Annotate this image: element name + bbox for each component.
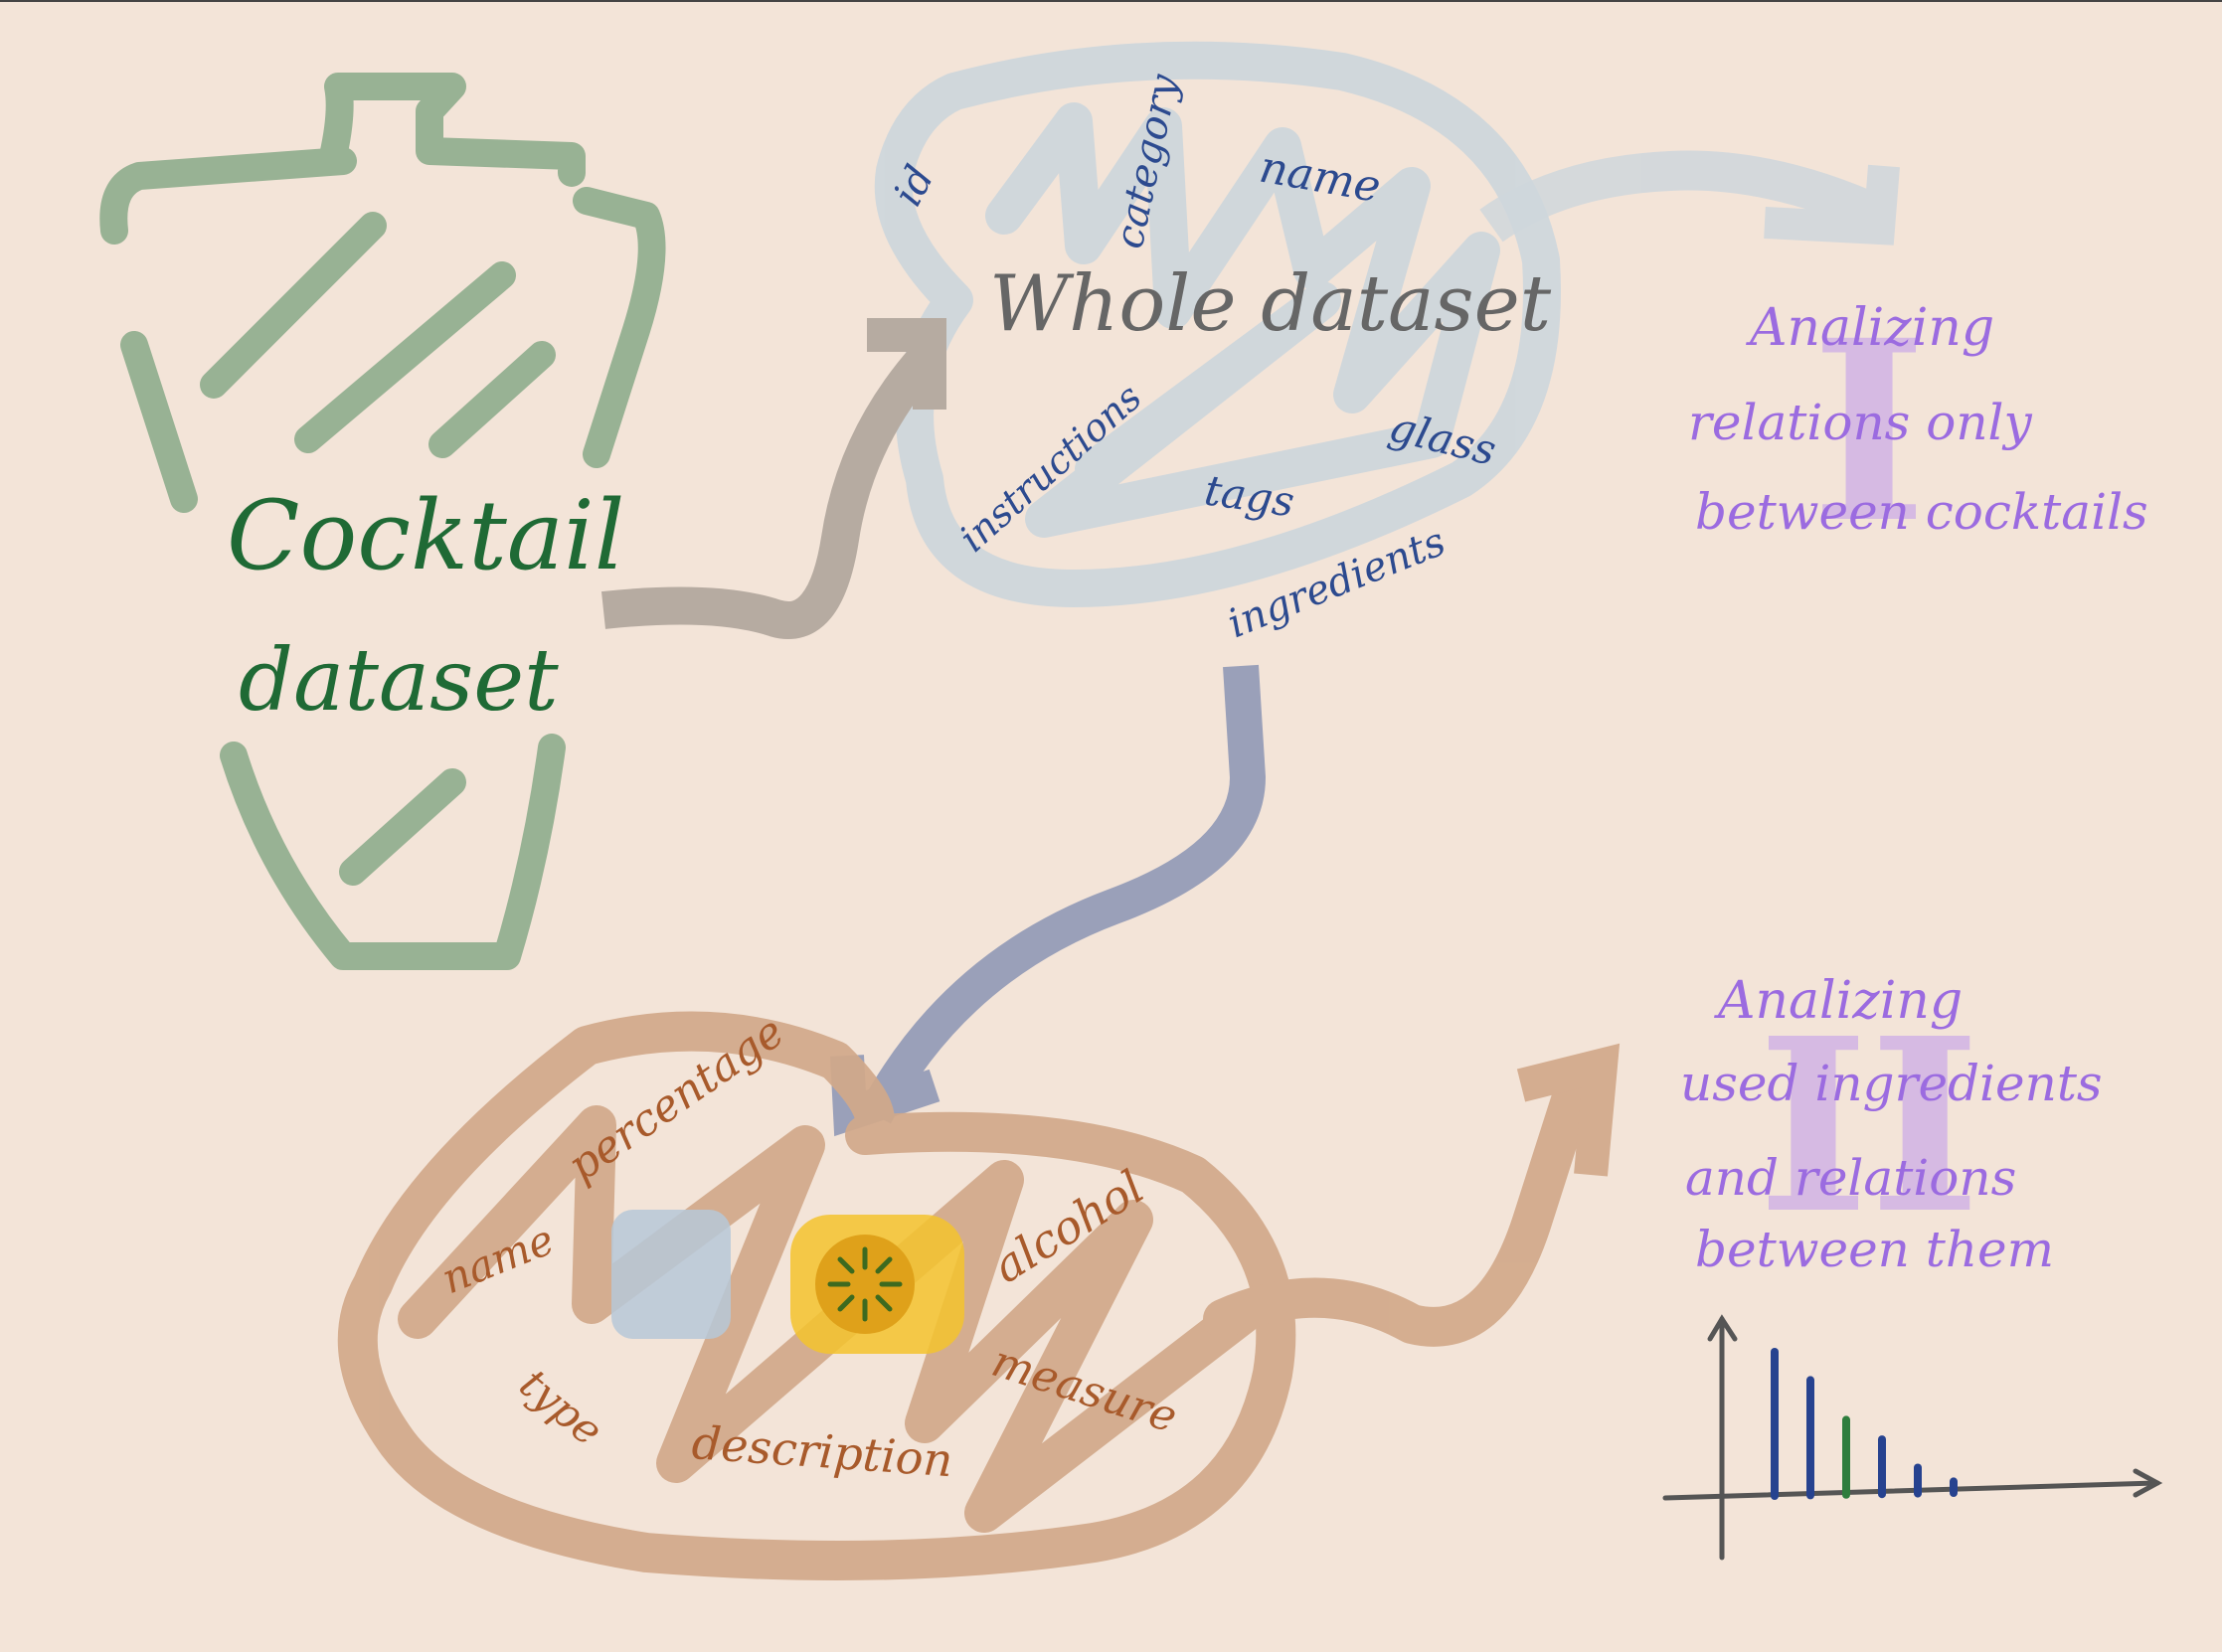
whole-blob-outline: [874, 41, 1561, 607]
chart-x-axis: [1662, 1480, 2160, 1501]
bottle-left-shoulder: [99, 147, 357, 245]
analysis-2-line2: used ingredients: [1680, 1055, 2103, 1112]
blue-arrow-shaft: [859, 664, 1267, 1124]
whole-blob-scribble: [985, 102, 1500, 538]
bottle-hatch-4: [339, 768, 466, 886]
light-arrow-head: [1764, 164, 1900, 246]
analysis-2-line3: and relations: [1685, 1149, 2016, 1207]
light-arrow: [1479, 150, 1900, 246]
bottle-hatch-1: [200, 212, 387, 399]
chart-x-axis-arrowhead: [2133, 1468, 2163, 1498]
bottle-left-side: [120, 331, 198, 513]
chart-y-axis-arrowhead: [1707, 1314, 1738, 1342]
gray-arrow-head: [867, 318, 946, 410]
whole-dataset-title: Whole dataset: [989, 259, 1552, 349]
gray-arrow: [600, 318, 946, 639]
analysis-1-line1: Analizing: [1746, 298, 1994, 358]
analysis-1-numeral: I: [1811, 285, 1928, 578]
ingredient-arrow-head: [1516, 1043, 1621, 1177]
bottle-sketch: [99, 73, 666, 970]
light-arrow-shaft: [1479, 150, 1888, 243]
ingredient-blob-outline: [337, 1011, 1296, 1580]
ingredient-blob: [337, 1011, 1621, 1580]
ingredient-blob-tail: [1203, 1080, 1591, 1347]
analysis-2-line1: Analizing: [1714, 971, 1963, 1031]
analysis-2-line4: between them: [1695, 1221, 2054, 1278]
highlight-blue-square: [611, 1210, 731, 1339]
whole-dataset-blob: [874, 41, 1561, 607]
analysis-2-numeral: II: [1758, 986, 1981, 1266]
sparkle-icon: [827, 1246, 903, 1322]
analysis-1-line2: relations only: [1688, 394, 2033, 451]
bottle-lower-left: [220, 734, 566, 970]
mini-bar-chart: [1662, 1314, 2163, 1561]
bottle-neck: [319, 73, 586, 187]
bottle-right-shoulder: [573, 187, 666, 468]
bottle-hatch-3: [428, 341, 556, 458]
bottle-title-line2: dataset: [239, 631, 559, 731]
bottle-title-line1: Cocktail: [227, 480, 624, 591]
bottle-hatch-2: [294, 261, 516, 453]
gray-arrow-shaft: [600, 347, 940, 639]
analysis-1-line3: between cocktails: [1695, 483, 2148, 541]
